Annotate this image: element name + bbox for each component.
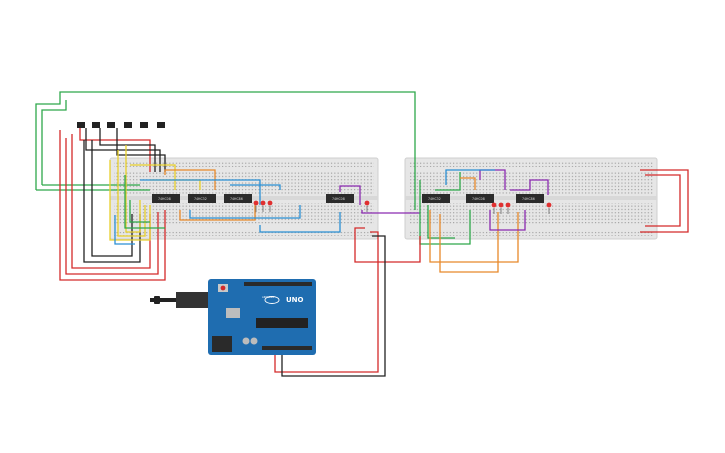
wires-right: [419, 169, 689, 273]
push-button-3[interactable]: [107, 122, 115, 128]
led-2[interactable]: [260, 200, 266, 206]
chip-label: 74HC32: [194, 197, 207, 201]
push-button-6[interactable]: [157, 122, 165, 128]
led-7[interactable]: [505, 202, 511, 208]
arduino-board[interactable]: [208, 279, 316, 355]
capacitor-1: [242, 337, 250, 345]
push-button-5[interactable]: [140, 122, 148, 128]
atmega-chip: [256, 318, 308, 328]
terminal-strip-top: [114, 172, 374, 194]
push-buttons[interactable]: [77, 122, 165, 128]
push-button-2[interactable]: [92, 122, 100, 128]
led-3[interactable]: [267, 200, 273, 206]
digital-header: [244, 282, 312, 286]
wires-left: [35, 91, 420, 281]
power-rail-bottom: [409, 230, 653, 236]
led-6[interactable]: [498, 202, 504, 208]
power-rail-top: [114, 161, 374, 167]
reset-button-cap[interactable]: [220, 285, 226, 291]
chip-u4[interactable]: 74HC08: [326, 194, 354, 203]
usb-plug-icon: [154, 296, 160, 304]
push-button-1[interactable]: [77, 122, 85, 128]
terminal-strip-bottom: [114, 203, 374, 225]
arduino-uno[interactable]: ARDUINO UNO: [150, 279, 316, 355]
push-button-4[interactable]: [124, 122, 132, 128]
chip-u7[interactable]: 74HC86: [516, 194, 544, 203]
leds-right[interactable]: [491, 202, 552, 214]
led-4[interactable]: [364, 200, 370, 206]
arduino-logo-text: UNO: [286, 296, 304, 304]
crystal: [226, 308, 240, 318]
chip-u3[interactable]: 74HC86: [224, 194, 252, 203]
leds-left[interactable]: [253, 200, 370, 212]
infinity-logo-icon: [264, 296, 280, 304]
chip-u1[interactable]: 74HC08: [152, 194, 180, 203]
chip-label: 74HC08: [158, 197, 171, 201]
usb-connector: [176, 292, 210, 308]
chip-label: 74HC86: [522, 197, 535, 201]
chip-u2[interactable]: 74HC32: [188, 194, 216, 203]
power-rail-top: [409, 161, 653, 167]
power-jack: [212, 336, 232, 352]
chip-u6[interactable]: 74HC08: [466, 194, 494, 203]
chip-label: 74HC32: [428, 197, 441, 201]
analog-header: [262, 346, 312, 350]
led-1[interactable]: [253, 200, 259, 206]
chip-label: 74HC86: [230, 197, 243, 201]
wires-power: [274, 227, 421, 377]
led-8[interactable]: [546, 202, 552, 208]
power-rail-bottom: [114, 230, 374, 236]
led-5[interactable]: [491, 202, 497, 208]
terminal-strip-bottom: [409, 203, 653, 225]
capacitor-2: [250, 337, 258, 345]
chip-u5[interactable]: 74HC32: [422, 194, 450, 203]
chip-label: 74HC08: [472, 197, 485, 201]
chip-label: 74HC08: [332, 197, 345, 201]
